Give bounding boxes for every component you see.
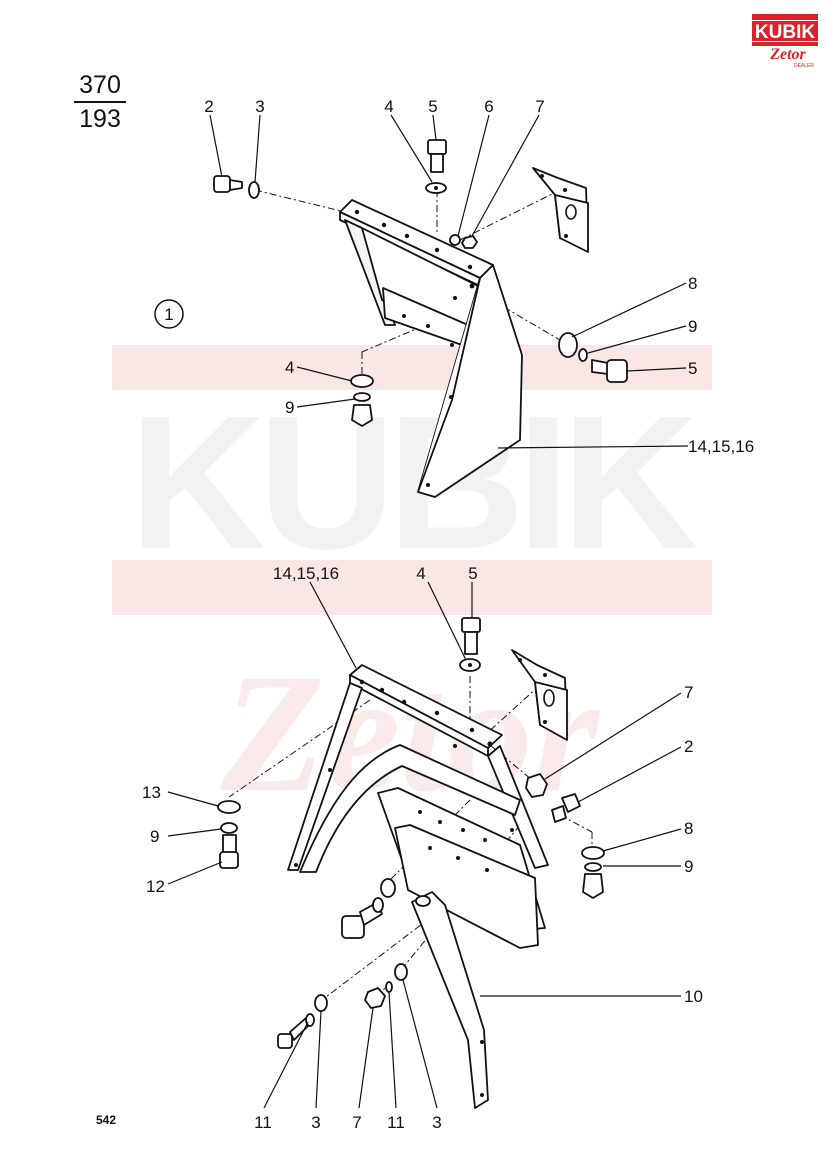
callout-3: 3 [255,97,264,116]
part-6-washer [449,234,461,246]
view-1-assembly: 2 3 4 5 6 7 8 9 5 4 9 14,15,16 [204,97,754,498]
callout-3-right: 3 [432,1113,441,1132]
part-3-washer-right [394,963,408,981]
part-5-bolt-top [427,139,447,173]
callout-9-left: 9 [150,827,159,846]
nut-bottom [351,404,373,427]
part-9-washer-bottom [353,392,371,402]
part-8-washer-v2 [581,846,605,860]
view-2-assembly: 14,15,16 4 5 7 2 8 9 13 9 12 10 11 3 7 1… [142,564,703,1132]
callout-5: 5 [428,97,437,116]
callout-7: 7 [535,97,544,116]
callout-7-bottom: 7 [352,1113,361,1132]
callout-2-v2: 2 [684,737,693,756]
part-7-nut-top [461,235,478,249]
callout-11-right: 11 [387,1113,405,1132]
part-3-washer-left [314,994,328,1012]
callout-13: 13 [142,783,161,802]
part-9-spring-washer [578,348,588,362]
kubik-zetor-logo: KUBIK Zetor DEALER [752,14,818,70]
callout-8: 8 [688,274,697,293]
figure-code-top: 370 [74,70,126,103]
callout-9-bottom: 9 [285,398,294,417]
watermark-word: KUBIK [129,377,697,589]
view-marker-label: 1 [164,305,173,324]
callout-2: 2 [204,97,213,116]
part-2-bolt-right [551,793,581,823]
figure-code: 370 193 [74,70,126,134]
callout-14-15-16-v2: 14,15,16 [273,564,339,583]
callout-14-15-16: 14,15,16 [688,437,754,456]
part-13-washer [217,800,241,814]
view-marker: 1 [154,299,184,329]
part-9-washer-left [220,822,238,834]
part-5-bolt-v2 [461,617,481,655]
callout-11-left: 11 [254,1113,272,1132]
bolt-11-left [277,1017,311,1049]
part-7-nut-bottom [364,987,386,1009]
callout-10: 10 [684,987,703,1006]
figure-code-bottom: 193 [79,105,121,133]
watermark-band-bottom [112,560,712,615]
part-8-washer [558,332,578,358]
callout-4-bottom: 4 [285,358,294,377]
callout-12: 12 [146,877,165,896]
logo-subbrand: Zetor [769,46,806,63]
callout-3-left: 3 [311,1113,320,1132]
page-number: 542 [96,1113,117,1127]
part-7-nut-right [525,773,548,798]
callout-5-v2: 5 [468,564,477,583]
frame-left-leg [287,682,363,871]
callout-9: 9 [688,317,697,336]
nut-right-v2 [582,873,604,899]
part-2-bolt [213,175,243,193]
part-11-spring-washer [385,981,393,993]
part-3-washer [248,181,260,199]
callout-7-v2: 7 [684,683,693,702]
part-12-bolt [219,834,239,869]
bolt-assembly-center [341,878,396,939]
callout-6: 6 [484,97,493,116]
callout-9-v2: 9 [684,857,693,876]
part-4-washer-bottom [350,374,374,388]
mudguard-arc [299,744,521,873]
part-10-stay-bar [411,891,489,1109]
callout-4: 4 [384,97,393,116]
logo-brand: KUBIK [755,22,815,43]
logo-tag: DEALER [794,63,814,69]
rubber-flap-backing [394,824,539,949]
callout-8-v2: 8 [684,819,693,838]
callout-5-side: 5 [688,359,697,378]
callout-4-v2: 4 [416,564,425,583]
